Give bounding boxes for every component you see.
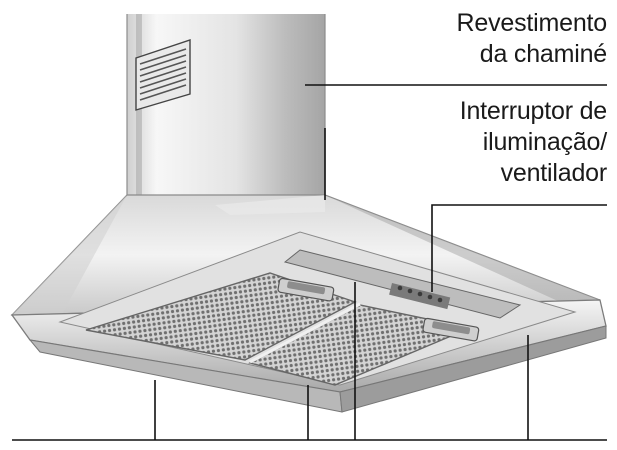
label-switch-line3: ventilador xyxy=(500,159,608,187)
label-switch-line2: iluminação/ xyxy=(482,128,607,156)
chimney-cover xyxy=(126,14,326,210)
label-chimney-cover-line1: Revestimento xyxy=(456,9,608,37)
label-switch-line1: Interruptor de xyxy=(459,97,607,125)
light-lamp-right xyxy=(422,317,480,342)
light-lamp-left xyxy=(277,277,335,302)
control-panel xyxy=(283,249,522,319)
label-chimney-cover-line2: da chaminé xyxy=(479,40,607,68)
chimney-vent-grille xyxy=(135,39,191,111)
filter-divider xyxy=(249,302,361,364)
leader-line-switch xyxy=(431,204,607,292)
